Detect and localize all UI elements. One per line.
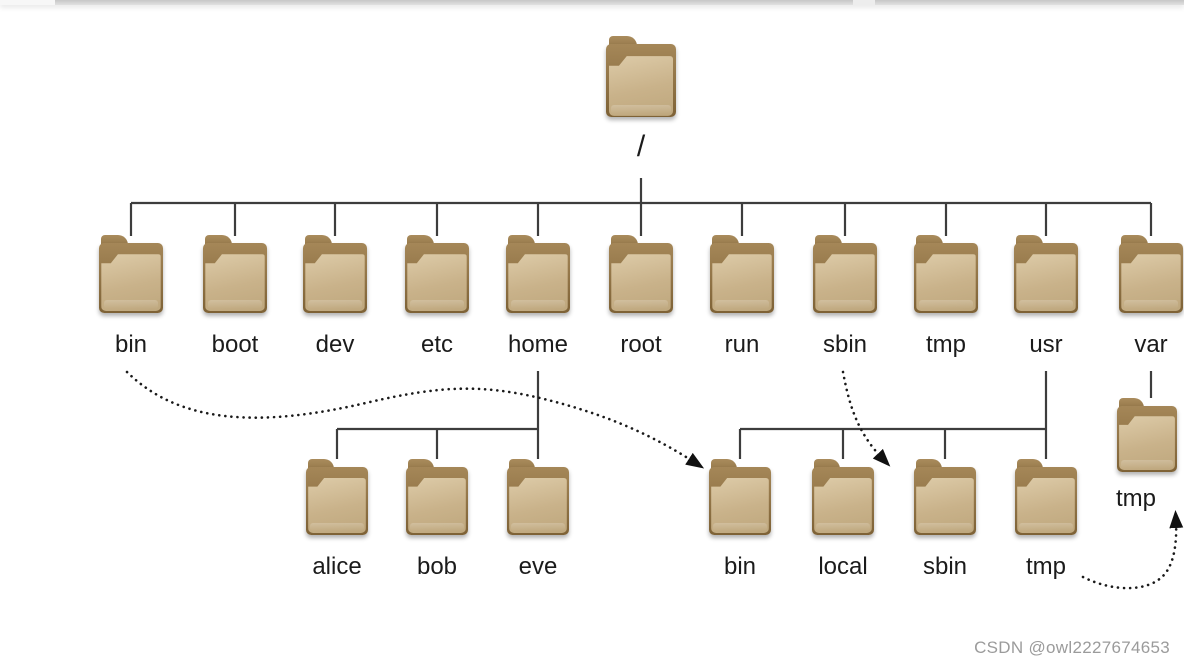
folder-node-eve xyxy=(506,459,570,537)
folder-icon xyxy=(913,459,977,537)
folder-node-etc xyxy=(404,235,470,315)
folder-icon xyxy=(404,235,470,315)
folder-icon xyxy=(608,235,674,315)
folder-label-root-dir: root xyxy=(620,331,662,358)
folder-label-var: var xyxy=(1134,331,1168,358)
folder-front xyxy=(916,477,974,534)
folder-front xyxy=(815,254,875,311)
folder-label-alice: alice xyxy=(312,553,362,580)
folder-front xyxy=(1119,416,1175,471)
folder-icon xyxy=(98,235,164,315)
folder-node-tmp xyxy=(913,235,979,315)
folder-label-etc: etc xyxy=(420,331,454,358)
folder-icon xyxy=(1118,235,1184,315)
folder-label-eve: eve xyxy=(518,553,558,580)
folder-icon xyxy=(1014,459,1078,537)
folder-label-sbin: sbin xyxy=(822,331,868,358)
watermark: CSDN @owl2227674653 xyxy=(974,638,1170,657)
folder-label-usr-tmp: tmp xyxy=(1025,553,1067,580)
folder-front xyxy=(205,254,265,311)
folder-icon xyxy=(1013,235,1079,315)
folder-node-run xyxy=(709,235,775,315)
folder-label-run: run xyxy=(724,331,760,358)
folder-node-root xyxy=(605,36,677,120)
folder-label-boot: boot xyxy=(211,331,259,358)
folder-label-usr-sbin: sbin xyxy=(922,553,968,580)
branch-line xyxy=(738,371,1048,459)
folder-label-home: home xyxy=(507,331,569,358)
folder-label-bob: bob xyxy=(416,553,458,580)
folder-label-bin: bin xyxy=(114,331,148,358)
folder-node-usr xyxy=(1013,235,1079,315)
folder-label-usr-bin: bin xyxy=(723,553,757,580)
symlink-arrow xyxy=(841,370,891,467)
folder-label-usr-local: local xyxy=(818,553,868,580)
folder-node-var-tmp xyxy=(1116,398,1178,474)
folder-front xyxy=(608,56,674,116)
folder-node-home xyxy=(505,235,571,315)
folder-icon xyxy=(506,459,570,537)
folder-node-sbin xyxy=(812,235,878,315)
folder-icon xyxy=(305,459,369,537)
symlink-arrow xyxy=(125,370,705,469)
folder-icon xyxy=(1116,398,1178,474)
folder-node-alice xyxy=(305,459,369,537)
folder-icon xyxy=(708,459,772,537)
folder-front xyxy=(916,254,976,311)
folder-label-tmp: tmp xyxy=(925,331,967,358)
folder-front xyxy=(407,254,467,311)
folder-node-usr-bin xyxy=(708,459,772,537)
top-bar xyxy=(0,0,1184,5)
folder-label-root: / xyxy=(636,130,646,163)
folder-front xyxy=(509,477,567,534)
folder-label-dev: dev xyxy=(315,331,355,358)
folder-front xyxy=(308,477,366,534)
folder-node-root-dir xyxy=(608,235,674,315)
folder-label-var-tmp: tmp xyxy=(1115,485,1157,512)
folder-front xyxy=(305,254,365,311)
folder-icon xyxy=(302,235,368,315)
folder-node-usr-tmp xyxy=(1014,459,1078,537)
folder-front xyxy=(508,254,568,311)
folder-icon xyxy=(812,235,878,315)
folder-front xyxy=(1017,477,1075,534)
folder-front xyxy=(101,254,161,311)
branch-line xyxy=(335,371,540,459)
folder-icon xyxy=(709,235,775,315)
folder-node-var xyxy=(1118,235,1184,315)
folder-node-usr-local xyxy=(811,459,875,537)
folder-node-bob xyxy=(405,459,469,537)
folder-front xyxy=(1121,254,1181,311)
symlink-arrow xyxy=(1081,510,1184,590)
folder-front xyxy=(1016,254,1076,311)
symlink-arrows xyxy=(125,370,1184,590)
branch-line xyxy=(129,178,1153,236)
folder-node-usr-sbin xyxy=(913,459,977,537)
folder-front xyxy=(711,477,769,534)
folder-front xyxy=(611,254,671,311)
folder-front xyxy=(712,254,772,311)
top-bar-left-segment xyxy=(0,0,55,5)
top-bar-notch xyxy=(853,0,875,5)
folder-icon xyxy=(605,36,677,120)
folder-icon xyxy=(505,235,571,315)
folder-icon xyxy=(202,235,268,315)
folder-front xyxy=(408,477,466,534)
folder-node-dev xyxy=(302,235,368,315)
folder-front xyxy=(814,477,872,534)
tree-branch-lines xyxy=(129,178,1153,459)
folder-icon xyxy=(913,235,979,315)
folder-node-bin xyxy=(98,235,164,315)
folder-icon xyxy=(405,459,469,537)
folder-label-usr: usr xyxy=(1029,331,1063,358)
folder-node-boot xyxy=(202,235,268,315)
folder-icon xyxy=(811,459,875,537)
